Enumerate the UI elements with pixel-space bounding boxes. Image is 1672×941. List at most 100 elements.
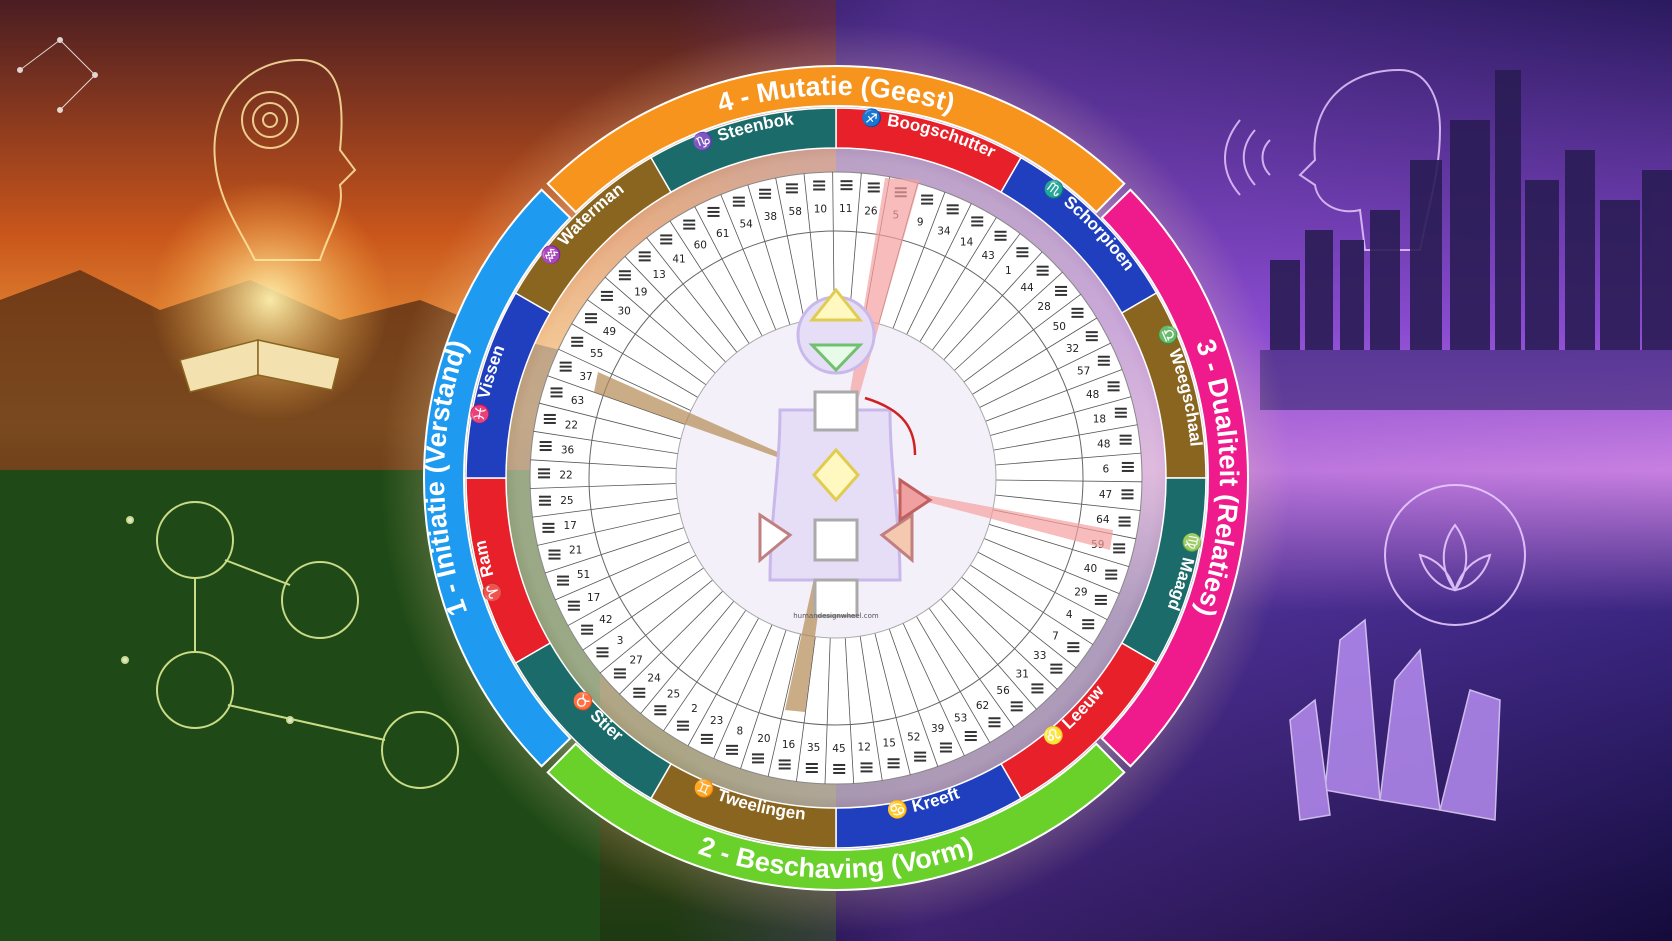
gate-number: 41 [672,253,685,265]
hexagram-glyph [550,387,563,398]
hexagram-glyph [700,733,713,744]
gate-number: 22 [565,419,578,431]
gate-divider [989,523,1130,568]
gate-divider [624,256,726,363]
gate-divider [567,554,697,626]
hexagram-glyph [1121,461,1134,472]
hexagram-glyph [1036,265,1049,276]
gate-number: 2 [691,703,698,715]
gate-number: 25 [560,495,573,507]
gate-divider [533,430,678,454]
gate-number: 14 [960,237,974,249]
quarter-segment [546,65,1126,214]
gate-number: 17 [563,520,576,532]
hexagram-glyph [994,230,1007,241]
gate-inner-ring [588,230,1084,726]
hexagram-glyph [964,731,977,742]
hexagram-glyph [1050,663,1063,674]
gate-divider [995,494,1141,511]
hexagram-glyph [1113,543,1126,554]
gate-number: 25 [667,689,680,701]
gate-divider [961,576,1077,669]
hexagram-glyph [1121,489,1134,500]
gate-divider [530,459,677,469]
gate-number: 49 [603,326,616,338]
gate-divider [669,220,750,344]
gate-divider [796,636,816,782]
gate-divider [874,633,911,775]
hexagram-glyph [1031,683,1044,694]
gate-number: 53 [954,713,967,725]
hexagram-glyph [1082,619,1095,630]
hexagram-glyph [759,188,772,199]
gate-number: 27 [630,655,643,667]
gate-divider [916,616,991,743]
gate-divider [940,598,1037,710]
gate-number: 38 [764,211,777,223]
glowing-head-icon [213,58,357,261]
gate-divider [571,323,699,398]
hexagram-glyph [732,196,745,207]
hexagram-glyph [638,251,651,262]
gate-number: 16 [782,739,796,751]
gate-number: 11 [839,203,852,215]
gate-divider [995,479,1142,483]
gate-divider [646,237,738,353]
gate-number: 56 [996,685,1010,697]
gate-number: 37 [579,371,592,383]
hexagram-glyph [571,336,584,347]
gate-divider [587,299,707,386]
hexagram-glyph [1097,355,1110,366]
gate-divider [824,637,831,784]
gate-divider [547,375,686,425]
gate-number: 18 [1093,414,1106,426]
hexagram-glyph [556,575,569,586]
gate-divider [943,251,1043,361]
gate-number: 23 [710,715,723,727]
gate-number: 35 [807,742,820,754]
gate-divider [844,637,855,784]
quarter-segment [546,742,1126,891]
gate-number: 54 [739,218,753,230]
hexagram-glyph [914,751,927,762]
hexagram-glyph [1071,307,1084,318]
gate-number: 42 [599,614,612,626]
hexagram-glyph [867,182,880,193]
hexagram-glyph [1016,247,1029,258]
gate-divider [888,628,939,767]
gate-number: 30 [618,306,631,318]
gate-number: 3 [617,635,624,647]
gate-number: 40 [1084,563,1097,575]
hexagram-glyph [725,744,738,755]
hexagram-glyph [559,361,572,372]
gate-number: 50 [1053,321,1066,333]
hexagram-glyph [778,759,791,770]
gate-number: 47 [1099,489,1112,501]
hexagram-glyph [584,313,597,324]
hexagram-glyph [785,183,798,194]
hexagram-glyph [1105,569,1118,580]
gate-number: 9 [917,216,924,228]
hexagram-glyph [805,762,818,773]
gate-divider [767,633,801,777]
bodygraph-figure [758,287,933,618]
hexagram-glyph [654,705,667,716]
gate-number: 58 [789,206,802,218]
gate-number: 22 [559,470,572,482]
chart-credit-text: humandesignwheel.com [793,612,879,620]
gate-number: 17 [587,592,600,604]
gate-divider [539,402,681,440]
gate-number: 32 [1066,343,1079,355]
hexagram-glyph [1118,516,1131,527]
gate-number: 12 [858,742,871,754]
hexagram-glyph [538,468,551,479]
hexagram-glyph [600,290,613,301]
gate-divider [619,590,724,695]
hexagram-glyph [921,194,934,205]
lotus-icon [1384,484,1526,626]
gate-number: 8 [736,725,743,737]
gate-divider [990,396,1132,436]
